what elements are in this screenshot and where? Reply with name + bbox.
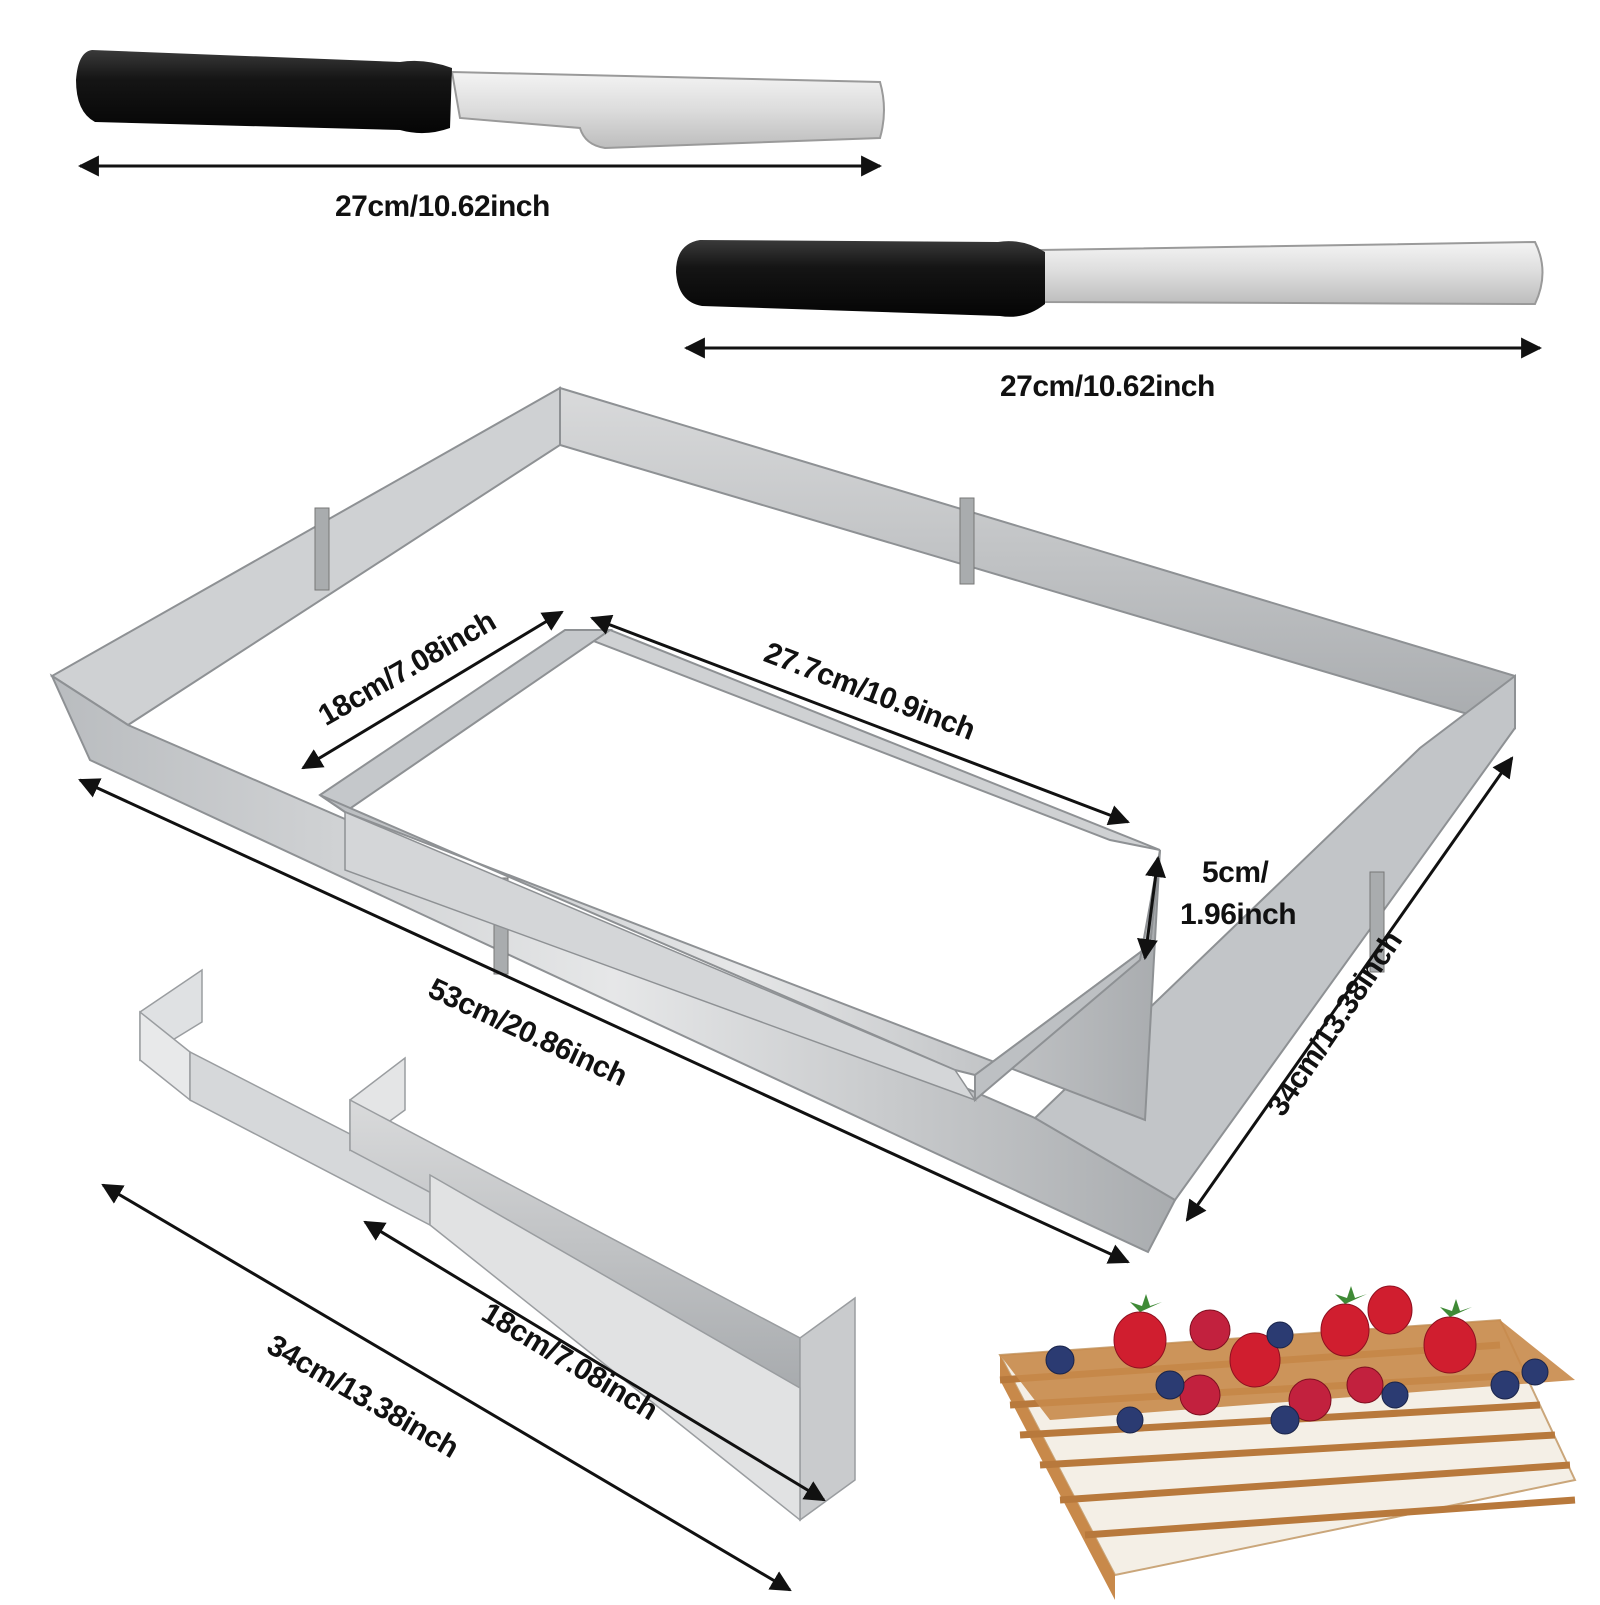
small-ring-height-label-line2: 1.96inch bbox=[1180, 898, 1297, 931]
layered-cake-icon bbox=[998, 1285, 1577, 1600]
offset-spatula-length-label: 27cm/10.62inch bbox=[335, 190, 550, 223]
small-ring-height-label-line1: 5cm/ bbox=[1202, 856, 1269, 889]
straight-spatula-icon bbox=[676, 240, 1544, 317]
straight-spatula-length-label: 27cm/10.62inch bbox=[1000, 370, 1215, 403]
offset-spatula-icon bbox=[76, 50, 885, 150]
